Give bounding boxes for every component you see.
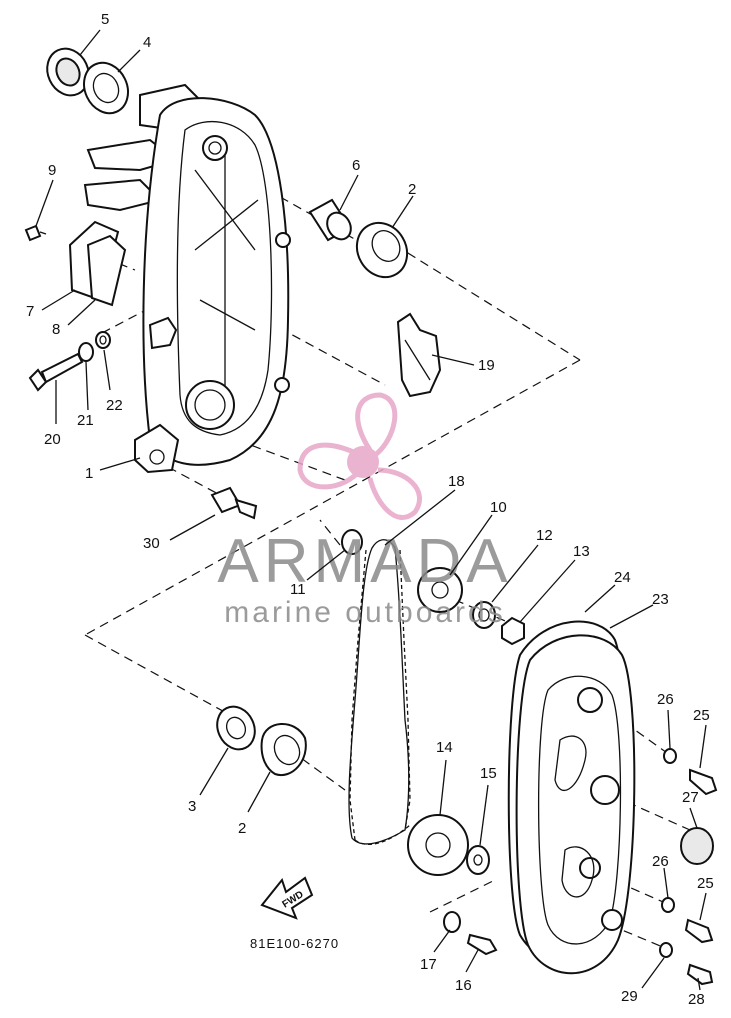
- bearing-5: [46, 47, 90, 97]
- callouts: 5 4 9 7 8 6 2 19 20 21 22 1 30 18 10: [26, 11, 714, 1008]
- callout-22: 22: [103, 349, 123, 414]
- callout-number: 20: [44, 431, 61, 448]
- callout-number: 6: [352, 157, 360, 174]
- callout-number: 24: [614, 569, 631, 586]
- chain-18: [348, 539, 411, 845]
- callout-27: 27: [682, 789, 699, 829]
- callout-number: 19: [478, 357, 495, 374]
- callout-7: 7: [26, 289, 76, 320]
- callout-23: 23: [609, 591, 669, 629]
- callout-9: 9: [35, 162, 56, 227]
- callout-24: 24: [584, 569, 631, 613]
- callout-21: 21: [77, 361, 94, 429]
- callout-number: 27: [682, 789, 699, 806]
- callout-number: 17: [420, 956, 437, 973]
- callout-28: 28: [688, 977, 705, 1008]
- fwd-arrow-icon: FWD: [260, 876, 314, 920]
- washer-17: [443, 911, 461, 933]
- bolt-16: [466, 933, 498, 956]
- callout-number: 16: [455, 977, 472, 994]
- callout-number: 18: [448, 473, 465, 490]
- watermark-logo-icon: [297, 392, 422, 520]
- callout-number: 30: [143, 535, 160, 552]
- callout-29: 29: [621, 957, 665, 1005]
- callout-number: 22: [106, 397, 123, 414]
- roller-11: [341, 529, 363, 555]
- chain-case: [83, 83, 291, 474]
- washer-15: [466, 845, 490, 875]
- callout-number: 12: [536, 527, 553, 544]
- bearing-2-upper: [355, 221, 409, 279]
- callout-14: 14: [436, 739, 453, 816]
- sprocket-10: [417, 567, 463, 613]
- callout-number: 9: [48, 162, 56, 179]
- callout-17: 17: [420, 929, 451, 973]
- callout-26-upper: 26: [657, 691, 674, 749]
- callout-number: 11: [290, 581, 306, 598]
- plate-8: [86, 234, 127, 307]
- callout-25-lower: 25: [697, 875, 714, 921]
- callout-13: 13: [519, 543, 590, 623]
- callout-number: 13: [573, 543, 590, 560]
- callout-number: 10: [490, 499, 507, 516]
- sprocket-14: [407, 814, 469, 876]
- callout-15: 15: [479, 765, 497, 846]
- bearing-3: [216, 705, 256, 751]
- callout-6: 6: [339, 157, 360, 211]
- part-code: 81E100-6270: [250, 936, 339, 951]
- washer-12: [472, 601, 496, 629]
- callout-1: 1: [85, 457, 141, 482]
- callout-16: 16: [455, 949, 479, 994]
- callout-number: 2: [238, 820, 246, 837]
- callout-18: 18: [384, 473, 465, 546]
- callout-26-lower: 26: [652, 853, 669, 899]
- callout-2-upper: 2: [391, 181, 416, 229]
- callout-number: 21: [77, 412, 94, 429]
- spacer-6: [308, 198, 352, 242]
- callout-number: 14: [436, 739, 453, 756]
- callout-number: 7: [26, 303, 34, 320]
- callout-10: 10: [449, 499, 507, 576]
- watermark-brand: ARMADA: [217, 527, 512, 596]
- callout-number: 25: [693, 707, 710, 724]
- cover-fasteners: [659, 748, 718, 986]
- washer-21: [78, 342, 94, 362]
- bolt-30: [210, 486, 258, 520]
- washer-22: [95, 331, 111, 349]
- callout-5: 5: [79, 11, 109, 56]
- bearing-4: [83, 61, 129, 115]
- nut-13: [501, 616, 525, 646]
- callout-number: 1: [85, 465, 93, 482]
- callout-number: 8: [52, 321, 60, 338]
- callout-number: 15: [480, 765, 497, 782]
- callout-25-upper: 25: [693, 707, 710, 769]
- callout-number: 5: [101, 11, 109, 28]
- bolt-9: [24, 224, 47, 242]
- callout-number: 23: [652, 591, 669, 608]
- callout-number: 26: [652, 853, 669, 870]
- callout-3: 3: [188, 747, 229, 815]
- cover-23: [515, 634, 636, 975]
- callout-number: 2: [408, 181, 416, 198]
- bolt-20: [28, 352, 84, 392]
- bearing-2-lower: [260, 723, 307, 777]
- callout-11: 11: [290, 549, 346, 598]
- callout-2-lower: 2: [238, 771, 271, 837]
- tensioner-19: [396, 312, 442, 398]
- callout-12: 12: [491, 527, 553, 603]
- callout-30: 30: [143, 514, 216, 552]
- callout-19: 19: [431, 354, 495, 374]
- callout-number: 28: [688, 991, 705, 1008]
- callout-number: 29: [621, 988, 638, 1005]
- watermark-tagline: marine outboards: [224, 596, 505, 629]
- callout-number: 3: [188, 798, 196, 815]
- callout-number: 26: [657, 691, 674, 708]
- callout-4: 4: [117, 34, 151, 73]
- callout-8: 8: [52, 299, 96, 338]
- callout-number: 4: [143, 34, 151, 51]
- callout-number: 25: [697, 875, 714, 892]
- callout-20: 20: [44, 380, 61, 448]
